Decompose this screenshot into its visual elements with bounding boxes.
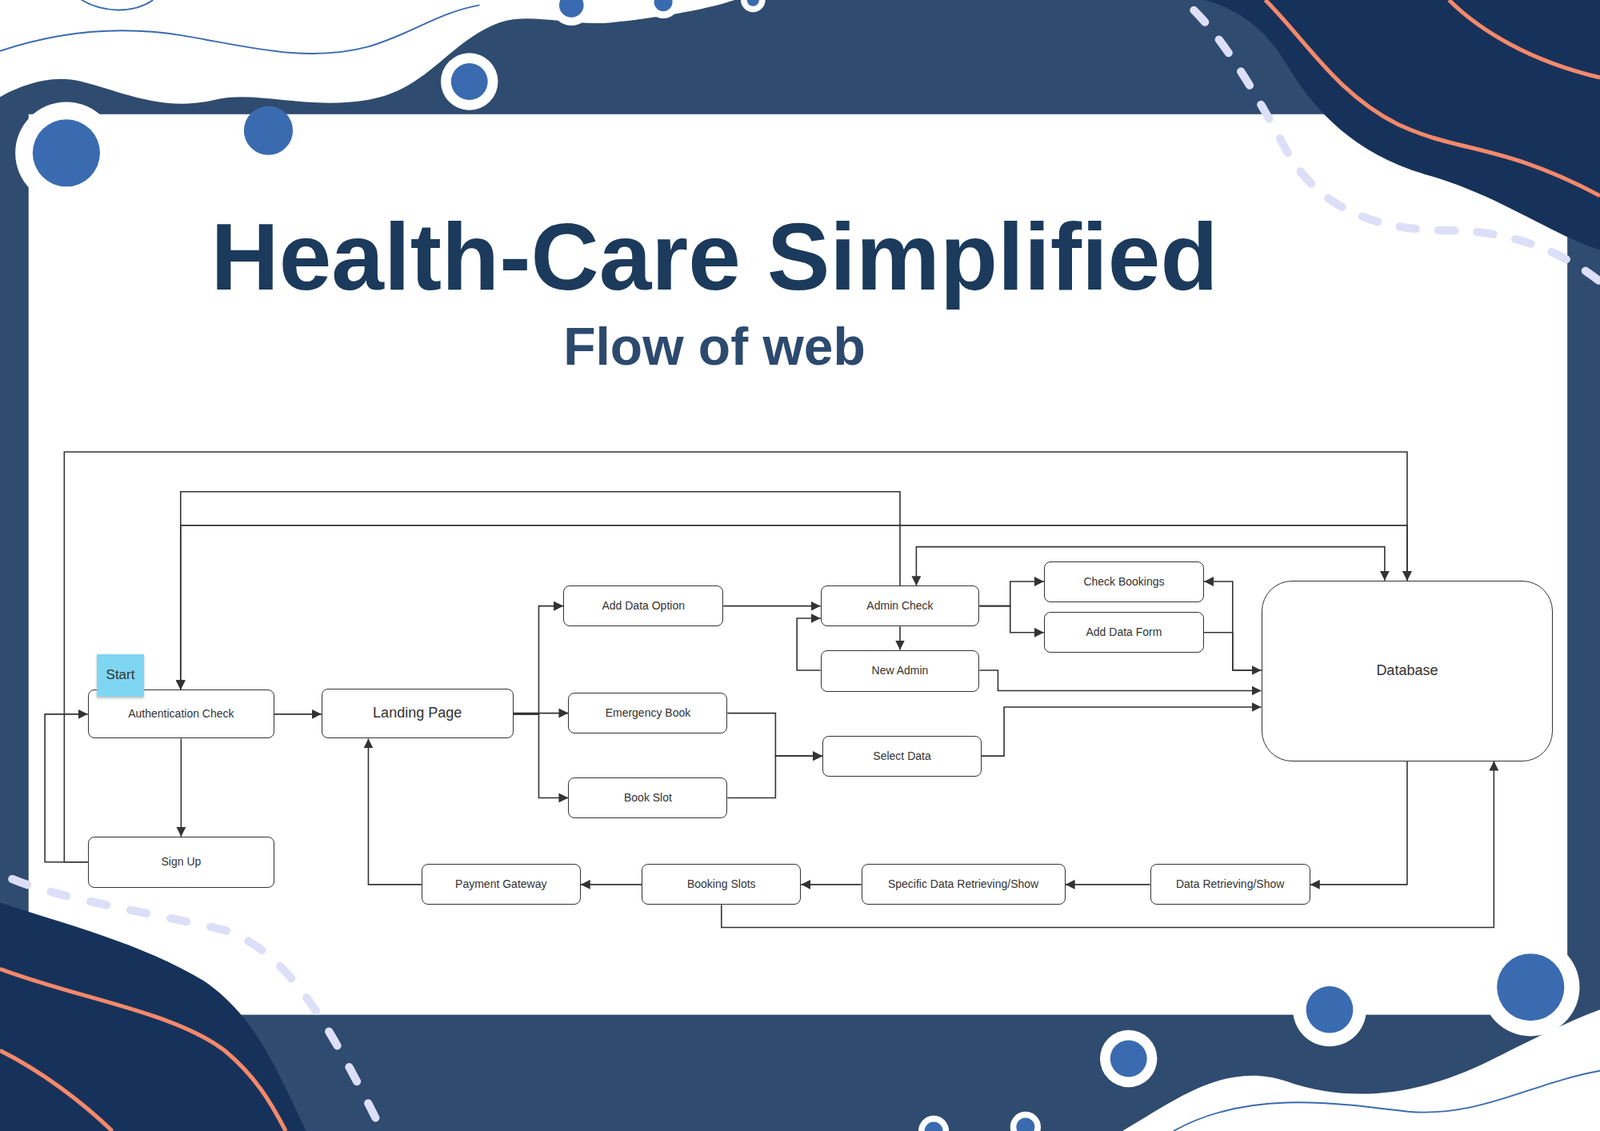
process-box: Booking Slots: [641, 864, 801, 905]
flow-arrow: [180, 492, 900, 690]
flow-arrow: [513, 714, 569, 799]
node-text: Admin Check: [866, 599, 933, 613]
process-box: Check Bookings: [1044, 561, 1204, 603]
process-box: Sign Up: [88, 836, 275, 888]
flow-arrow: [1204, 581, 1261, 671]
flow-arrow: [727, 756, 823, 798]
process-box: Specific Data Retrieving/Show: [861, 864, 1066, 905]
flow-arrow: [727, 713, 823, 757]
flow-arrow: [180, 525, 1408, 690]
node-text: Sign Up: [160, 855, 201, 869]
flow-arrow: [274, 713, 322, 716]
node-text: Data Retrieving/Show: [1176, 877, 1284, 892]
flow-arrow: [979, 581, 1044, 607]
process-box: Add Data Form: [1044, 612, 1204, 653]
flow-arrow: [64, 452, 1408, 863]
flow-arrow: [981, 707, 1262, 756]
flow-arrow: [721, 761, 1495, 928]
process-box: Book Slot: [568, 777, 728, 819]
node-text: Payment Gateway: [455, 877, 547, 892]
flow-arrow: [899, 626, 901, 650]
node-text: Emergency Book: [605, 706, 692, 720]
subtitle: Flow of web: [563, 320, 866, 373]
node-text: Booking Slots: [687, 877, 756, 892]
node-text: Landing Page: [372, 704, 462, 723]
flow-arrow: [580, 884, 643, 886]
process-box: Select Data: [822, 736, 982, 777]
node-text: Check Bookings: [1083, 575, 1164, 589]
flow-arrow: [1204, 632, 1261, 671]
diagram-title: Health-Care Simplified: [211, 209, 1219, 304]
flow-arrow: [723, 605, 820, 608]
flow-arrow: [513, 606, 564, 715]
flow-arrow: [1310, 761, 1408, 885]
flow-arrow: [979, 606, 1044, 633]
database-box: Database: [1261, 580, 1554, 762]
node-text: Add Data Option: [601, 599, 685, 613]
process-box: Admin Check: [820, 585, 980, 627]
process-box: Add Data Option: [563, 585, 724, 627]
flow-arrow: [180, 738, 183, 836]
node-text: Add Data Form: [1086, 625, 1163, 640]
flow-arrow: [796, 618, 820, 671]
flow-arrow: [1065, 884, 1151, 886]
node-text: Specific Data Retrieving/Show: [888, 877, 1039, 892]
flow-arrow: [44, 714, 88, 863]
node-text: Start: [106, 667, 136, 684]
node-text: Book Slot: [624, 791, 672, 805]
process-box: Data Retrieving/Show: [1150, 864, 1311, 905]
sticky-note: Start: [96, 654, 145, 698]
node-text: Select Data: [872, 749, 931, 764]
process-box: Authentication Check: [88, 689, 275, 739]
node-text: Database: [1376, 662, 1438, 680]
node-text: Authentication Check: [128, 707, 234, 721]
process-box: Emergency Book: [568, 692, 728, 734]
node-text: New Admin: [872, 664, 929, 678]
process-box: Payment Gateway: [421, 864, 581, 905]
flow-arrow: [979, 670, 1261, 692]
flow-arrow: [368, 738, 421, 884]
flow-arrow: [800, 884, 861, 886]
process-box: New Admin: [820, 650, 980, 692]
page-box: Landing Page: [321, 688, 514, 740]
